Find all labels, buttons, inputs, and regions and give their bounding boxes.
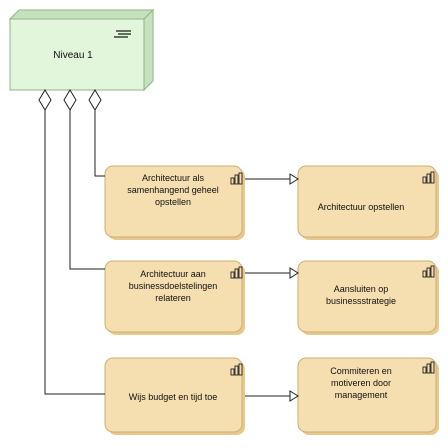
node-a3-box [104,357,243,433]
node-b3-box [297,357,437,433]
node-label-line: opstellen [155,197,191,207]
node-label-line: Architectuur als [142,173,205,183]
arrow-a1-b1[interactable] [245,173,299,185]
node-b1-label: Architectuur opstellen [318,202,405,212]
arrow-head [289,173,299,185]
composition-diamond [88,89,102,111]
node-a2[interactable]: Architectuur aan businessdoelstelingen rel… [104,260,245,335]
node-label-line: Commiteren en [330,366,392,376]
node-a3-label: Wijs budget en tijd toe [129,392,218,402]
node-label-line: relateren [155,293,191,303]
root-node-label: Niveau 1 [53,50,93,61]
process-icon [230,363,243,376]
node-a1-label: Architectuur als samenhangend geheel opste… [127,173,219,207]
composition-root-a1[interactable] [88,89,105,177]
arrow-head [289,267,299,279]
node-label-line: businessdoelstelingen [129,281,218,291]
process-icon [230,266,243,279]
node-a1-box [104,165,243,238]
root-node-top-face [8,9,155,20]
node-b2[interactable]: Aansluiten op businessstrategie [297,260,439,335]
process-icon [422,361,435,374]
composition-diamond [63,89,77,111]
arrow-a2-b2[interactable] [245,267,299,279]
process-icon [422,265,435,278]
node-label-line: motiveren door [331,378,391,388]
node-label-line: Architectuur opstellen [318,202,405,212]
composition-root-a2[interactable] [63,89,105,270]
node-a2-label: Architectuur aan businessdoelstelingen rel… [129,269,218,303]
node-b3[interactable]: Commiteren en motiveren door management [297,357,439,435]
arrow-a3-b3[interactable] [245,390,299,402]
node-label-line: Wijs budget en tijd toe [129,392,218,402]
node-label-line: Aansluiten op [334,284,389,294]
node-label-line: samenhangend geheel [127,185,219,195]
node-a1[interactable]: Architectuur als samenhangend geheel opste… [104,165,245,240]
node-b2-label: Aansluiten op businessstrategie [326,284,396,306]
composition-root-a3[interactable] [38,89,105,395]
node-b1-box [297,165,437,238]
root-node-niveau-1[interactable]: Niveau 1 [8,8,155,92]
arrow-head [289,390,299,402]
composition-diamond [38,89,52,111]
node-label-line: management [335,390,388,400]
node-a3[interactable]: Wijs budget en tijd toe [104,357,245,435]
node-b2-box [297,260,437,333]
node-b3-label: Commiteren en motiveren door management [330,366,392,400]
root-node-side-face [143,8,154,92]
node-label-line: businessstrategie [326,296,396,306]
node-a2-box [104,260,243,333]
process-icon [230,172,243,185]
node-b1[interactable]: Architectuur opstellen [297,165,439,240]
node-label-line: Architectuur aan [140,269,206,279]
value-stream-icon [114,30,131,38]
process-icon [422,171,435,184]
